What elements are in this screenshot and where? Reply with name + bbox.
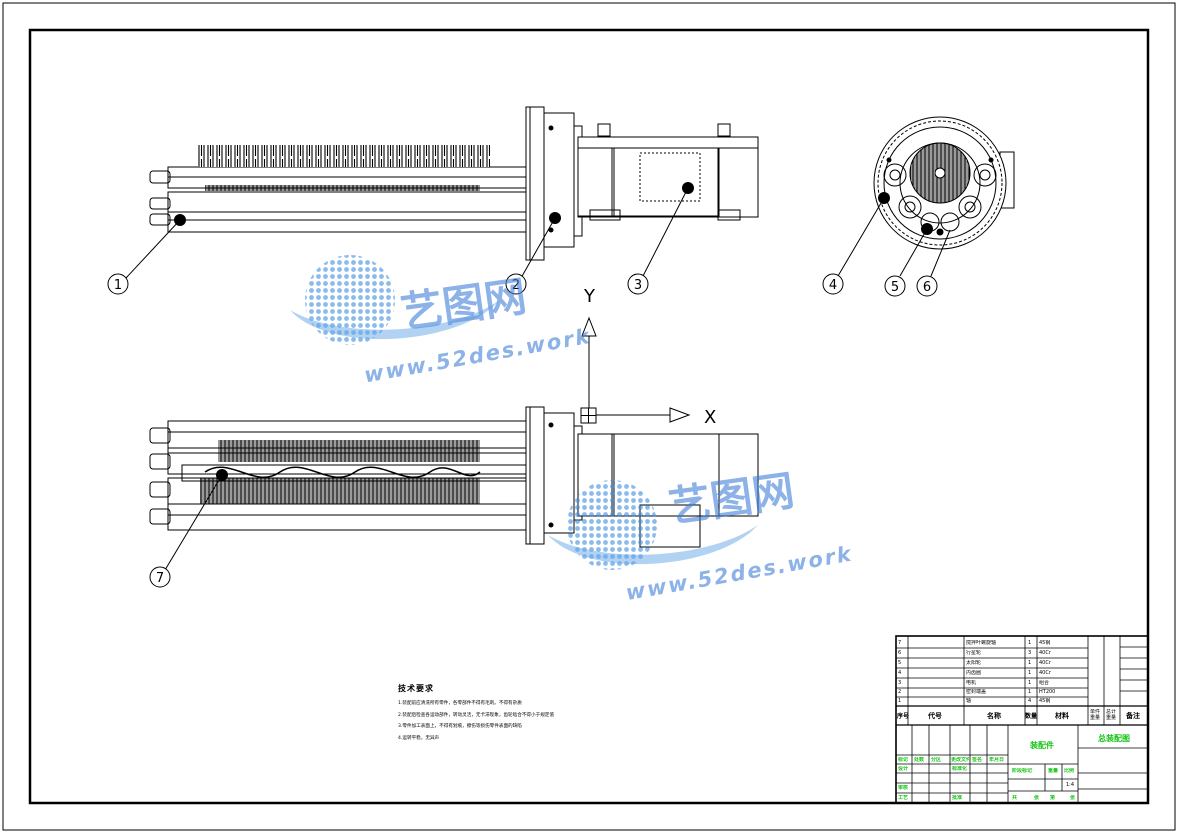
role-approve: 批准 <box>952 795 963 801</box>
bom-qty: 1 <box>1028 670 1032 676</box>
bom-index: 7 <box>898 640 902 646</box>
callout-5: 5 <box>884 275 906 297</box>
technical-note-line: 1.装配前应清洗所有零件，各零部件不得有毛刺。不得有杂质 <box>398 701 522 706</box>
callout-4: 4 <box>822 273 844 295</box>
bom-name: 轴 <box>966 698 972 704</box>
bom-header-index: 序号 <box>897 713 910 720</box>
bom-header-name: 名称 <box>987 712 1001 720</box>
bom-material: 45钢 <box>1039 698 1051 704</box>
bom-header-total-weight: 总计重量 <box>1106 709 1117 721</box>
bom-qty: 1 <box>1028 660 1032 666</box>
bom-index: 6 <box>898 650 902 656</box>
inner-frame <box>28 28 1150 805</box>
svg-text:3: 3 <box>634 278 642 293</box>
title-drawing: 总装配图 <box>1098 734 1130 743</box>
sheet-of-label: 张 <box>1034 795 1040 801</box>
scale-label: 比例 <box>1064 768 1075 774</box>
revision-header: 标记 <box>898 757 909 763</box>
bom-name: 搅拌叶螺旋轴 <box>966 640 997 646</box>
x-axis-label: X <box>704 407 716 428</box>
technical-note-line: 2.装配后检查各运动部件，转动灵活，无卡滞现象，齿轮啮合不得小于规定值 <box>398 712 554 718</box>
technical-note-line: 3.零件加工表面上，不得有划痕，擦伤等损伤零件表面的缺陷 <box>398 724 522 729</box>
axis-indicator <box>580 316 691 424</box>
title-block-lines <box>895 635 1149 804</box>
callout-7: 7 <box>149 566 171 588</box>
y-axis-label: Y <box>583 286 596 307</box>
bom-index: 3 <box>898 680 902 686</box>
end-view <box>873 116 1015 250</box>
callout-6: 6 <box>916 275 938 297</box>
sheet-no-label: 第 <box>1050 795 1056 801</box>
svg-text:4: 4 <box>829 278 837 293</box>
bom-material: 40Cr <box>1039 650 1051 656</box>
bom-material: HT200 <box>1039 689 1056 695</box>
stage-mark: 阶段标记 <box>1012 768 1033 774</box>
top-side-view <box>149 106 759 261</box>
watermark-site-bottom: www.52des.work <box>624 542 855 606</box>
sheet-total-label: 共 <box>1012 795 1018 801</box>
bom-name: 太阳轮 <box>966 660 982 666</box>
leader-dots <box>174 182 933 481</box>
weight-label: 重量 <box>1048 768 1059 774</box>
bom-header-remark: 备注 <box>1126 712 1140 720</box>
svg-text:5: 5 <box>891 280 899 295</box>
bom-header-qty: 数量 <box>1025 713 1038 720</box>
bom-qty: 3 <box>1028 650 1032 656</box>
svg-text:1: 1 <box>114 278 122 293</box>
role-standard: 标准化 <box>952 766 968 772</box>
technical-notes-title: 技术要求 <box>398 684 434 693</box>
revision-header: 签名 <box>972 757 983 763</box>
role-design: 设计 <box>898 766 909 772</box>
watermark-brand-top: 艺图网 <box>398 271 530 337</box>
revision-header: 处数 <box>914 757 925 763</box>
bom-material: 40Cr <box>1039 660 1051 666</box>
bom-material: 45钢 <box>1039 640 1051 646</box>
bom-index: 1 <box>898 698 902 704</box>
callout-3: 3 <box>627 273 649 295</box>
bom-qty: 1 <box>1028 689 1032 695</box>
bom-material: 40Cr <box>1039 670 1051 676</box>
svg-text:2: 2 <box>512 278 520 293</box>
bom-name: 内齿圈 <box>966 670 982 676</box>
callout-1: 1 <box>107 273 129 295</box>
bom-index: 4 <box>898 670 902 676</box>
bom-name: 电机 <box>966 680 977 686</box>
watermark-logo-bottom: 艺图网 www.52des.work <box>548 466 855 605</box>
revision-header: 年月日 <box>989 757 1005 763</box>
bom-qty: 1 <box>1028 680 1032 686</box>
revision-header: 分区 <box>931 757 942 763</box>
role-review: 审核 <box>898 785 909 791</box>
bom-header-material: 材料 <box>1055 712 1069 720</box>
callout-2: 2 <box>505 273 527 295</box>
bom-header-unit-weight: 单件重量 <box>1090 709 1101 721</box>
scale-value: 1:4 <box>1066 782 1075 788</box>
bom-name: 密封端盖 <box>966 689 987 695</box>
svg-text:6: 6 <box>923 280 931 295</box>
leader-lines <box>125 187 951 571</box>
technical-note-line: 4.运转平稳，无异声 <box>398 735 440 741</box>
title-assembly: 装配件 <box>1030 741 1054 750</box>
bom-qty: 1 <box>1028 640 1032 646</box>
bom-name: 行星轮 <box>966 650 982 656</box>
bom-index: 2 <box>898 689 902 695</box>
role-process: 工艺 <box>898 795 909 801</box>
sheet-unit-label: 张 <box>1070 795 1076 801</box>
bom-material: 组合 <box>1039 680 1050 686</box>
watermark-logo-top: 艺图网 www.52des.work <box>290 255 593 387</box>
bom-qty: 4 <box>1028 698 1032 704</box>
svg-text:7: 7 <box>156 571 164 586</box>
bottom-plan-view <box>149 406 759 548</box>
bom-header-code: 代号 <box>928 712 942 720</box>
bom-index: 5 <box>898 660 902 666</box>
technical-notes: 技术要求 1.装配前应清洗所有零件，各零部件不得有毛刺。不得有杂质 2.装配后检… <box>398 683 554 744</box>
revision-header: 更改文件号 <box>951 757 969 763</box>
